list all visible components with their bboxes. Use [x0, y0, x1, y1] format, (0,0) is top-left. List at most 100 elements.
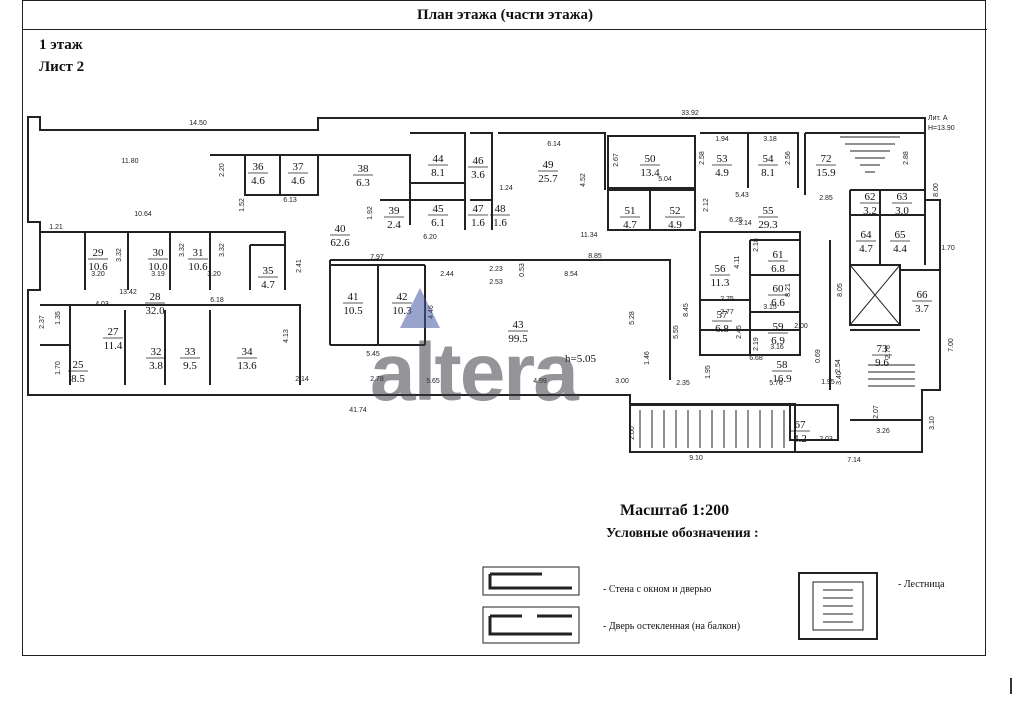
room-number: 53	[717, 153, 729, 165]
dimension-label: 6.20	[423, 234, 437, 241]
lit-label: Лит. А	[928, 115, 948, 122]
page-title: План этажа (части этажа)	[417, 7, 593, 23]
room-area: 9.5	[183, 360, 197, 372]
room-area: 8.5	[71, 373, 85, 385]
room-area: 4.6	[251, 175, 265, 187]
legend-door-symbol	[482, 606, 580, 644]
dimension-label: 6.68	[749, 355, 763, 362]
dimension-label: 2.53	[489, 279, 503, 286]
dimension-label: 2.45	[736, 325, 743, 339]
dimension-label: 2.78	[370, 376, 384, 383]
room-area: 8.1	[431, 167, 445, 179]
room-area: 6.6	[771, 297, 785, 309]
dimension-label: 6.14	[547, 141, 561, 148]
room-area: 4.2	[793, 433, 807, 445]
dimension-label: 1.95	[821, 379, 835, 386]
room-area: 11.4	[104, 340, 123, 352]
room-number: 56	[715, 263, 727, 275]
room-area: 3.7	[915, 303, 929, 315]
dimension-label: 8.21	[785, 283, 792, 297]
room-area: 4.6	[291, 175, 305, 187]
room-area: 10.5	[343, 305, 363, 317]
dimension-label: 0.53	[519, 263, 526, 277]
wall	[498, 132, 606, 190]
room-number: 67	[795, 419, 807, 431]
room-number: 73	[877, 343, 889, 355]
room-area: 4.9	[668, 219, 682, 231]
room-number: 49	[543, 159, 555, 171]
dimension-label: 5.28	[629, 311, 636, 325]
room-number: 43	[513, 319, 525, 331]
dimension-label: 2.67	[613, 153, 620, 167]
dimension-label: 4.99	[533, 378, 547, 385]
dimension-label: 1.21	[49, 224, 63, 231]
dimension-label: 2.07	[873, 405, 880, 419]
dimension-label: 4.13	[283, 329, 290, 343]
room-area: 29.3	[758, 219, 778, 231]
dimension-label: 5.04	[658, 176, 672, 183]
room-labels: 364.6374.6386.3448.1463.64925.75013.4534…	[68, 153, 932, 445]
room-number: 63	[897, 191, 909, 203]
room-number: 47	[473, 203, 485, 215]
room-area: 3.0	[895, 205, 909, 217]
wall	[629, 404, 796, 453]
dimension-label: 5.45	[366, 351, 380, 358]
dimension-label: 1.92	[367, 206, 374, 220]
dimension-label: 2.56	[785, 151, 792, 165]
room-number: 55	[763, 205, 775, 217]
dimension-label: 2.37	[39, 315, 46, 329]
edge-mark	[1010, 678, 1012, 694]
dimension-label: 0.69	[815, 349, 822, 363]
dimension-label: 3.16	[770, 344, 784, 351]
room-area: 62.6	[330, 237, 350, 249]
dimension-label: 4.03	[95, 301, 109, 308]
dimension-label: 2.18	[753, 238, 760, 252]
room-area: 4.7	[261, 279, 275, 291]
dimension-label: 3.20	[207, 271, 221, 278]
dimension-label: 3.18	[763, 136, 777, 143]
dimension-label: 2.20	[219, 163, 226, 177]
room-area: 4.7	[623, 219, 637, 231]
room-number: 29	[93, 247, 105, 259]
dimension-label: 1.52	[239, 198, 246, 212]
room-area: 4.9	[715, 167, 729, 179]
room-number: 39	[389, 205, 401, 217]
dimension-label: 3.19	[151, 271, 165, 278]
dimension-label: 41.74	[349, 407, 367, 414]
room-area: 6.9	[771, 335, 785, 347]
dimension-label: 1.24	[499, 185, 513, 192]
dimension-label: 4.52	[580, 173, 587, 187]
room-number: 25	[73, 359, 85, 371]
stairs-hatch	[639, 136, 915, 448]
dimension-label: 4.11	[734, 255, 741, 268]
dimension-label: 1.70	[55, 361, 62, 375]
dimension-label: 2.03	[819, 436, 833, 443]
room-number: 64	[861, 229, 873, 241]
legend-wall-text: - Стена с окном и дверью	[603, 584, 712, 595]
dimension-label: 6.18	[210, 297, 224, 304]
dimension-label: 3.32	[219, 243, 226, 257]
dimension-label: 1.35	[55, 311, 62, 325]
room-area: 6.8	[771, 263, 785, 275]
room-number: 57	[717, 309, 729, 321]
room-area: 13.4	[640, 167, 660, 179]
wall	[470, 132, 493, 230]
dimension-label: 3.26	[876, 428, 890, 435]
room-area: 10.6	[88, 261, 108, 273]
room-area: 2.4	[387, 219, 401, 231]
dimension-label: 11.34	[581, 232, 598, 239]
dimension-label: 6.13	[283, 197, 297, 204]
room-number: 31	[193, 247, 204, 259]
room-area: 25.7	[538, 173, 558, 185]
dimension-label: 8.85	[588, 253, 602, 260]
wall	[330, 259, 671, 380]
room-area: 9.6	[875, 357, 889, 369]
room-number: 61	[773, 249, 784, 261]
wall	[607, 135, 696, 189]
legend-stairs-text: - Лестница	[898, 579, 945, 590]
dimension-label: 5.43	[735, 192, 749, 199]
room-number: 40	[335, 223, 347, 235]
wall	[210, 154, 411, 225]
room-area: 11.3	[711, 277, 730, 289]
